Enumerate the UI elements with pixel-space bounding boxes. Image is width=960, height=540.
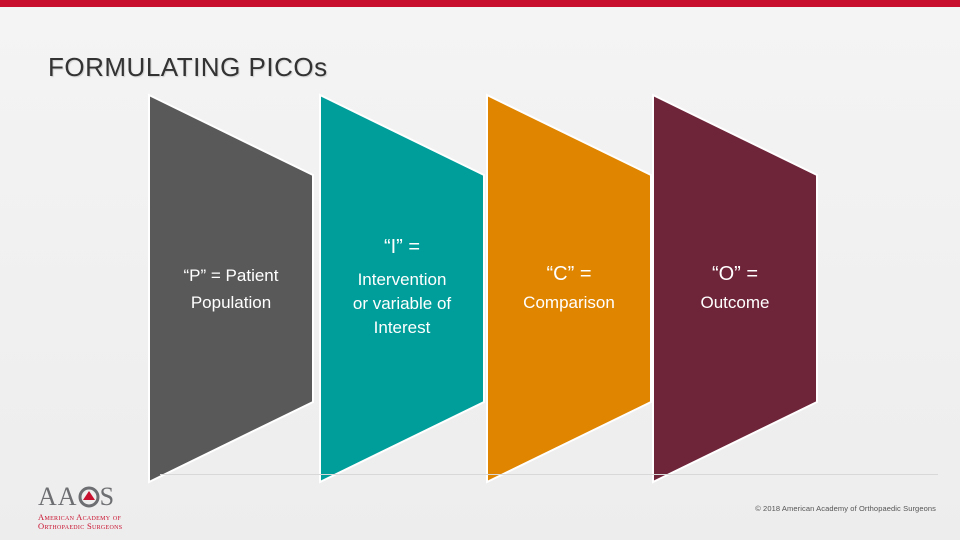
panel-shape xyxy=(148,93,314,484)
panel-population-body: Population xyxy=(190,293,272,312)
panel-outcome-body: Outcome xyxy=(700,293,770,312)
footer-divider xyxy=(160,474,938,475)
panel-shape xyxy=(319,93,485,484)
panel-population-heading: “P” = Patient xyxy=(183,266,279,285)
logo-mark: AA S xyxy=(38,483,115,511)
panel-intervention-body-line3: Interest xyxy=(373,318,431,337)
logo-name: American Academy of Orthopaedic Surgeons xyxy=(38,513,122,531)
panel-outcome: “O” = Outcome xyxy=(652,93,818,484)
logo-mark-left: AA xyxy=(38,482,78,511)
logo-o-icon xyxy=(78,486,100,508)
logo-mark-right: S xyxy=(99,482,116,511)
logo-name-line1: American Academy of xyxy=(38,512,122,522)
panel-intervention: “I” = Intervention or variable of Intere… xyxy=(319,93,485,484)
logo-name-line2: Orthopaedic Surgeons xyxy=(38,521,123,531)
slide-title: FORMULATING PICOs xyxy=(48,52,328,82)
top-accent-bar xyxy=(0,0,960,7)
panel-comparison: “C” = Comparison xyxy=(486,93,652,484)
panel-comparison-heading: “C” = xyxy=(546,263,592,285)
panel-comparison-body: Comparison xyxy=(523,293,615,312)
panel-population: “P” = Patient Population xyxy=(148,93,314,484)
panel-intervention-heading: “I” = xyxy=(383,236,421,258)
copyright-notice: © 2018 American Academy of Orthopaedic S… xyxy=(755,504,936,513)
panel-outcome-heading: “O” = xyxy=(711,263,759,285)
panel-intervention-body-line1: Intervention xyxy=(357,270,447,289)
panel-shape xyxy=(652,93,818,484)
panel-shape xyxy=(486,93,652,484)
aaos-logo: AA S American Academy of Orthopaedic Surg… xyxy=(38,483,150,531)
panel-intervention-body-line2: or variable of xyxy=(352,294,452,313)
